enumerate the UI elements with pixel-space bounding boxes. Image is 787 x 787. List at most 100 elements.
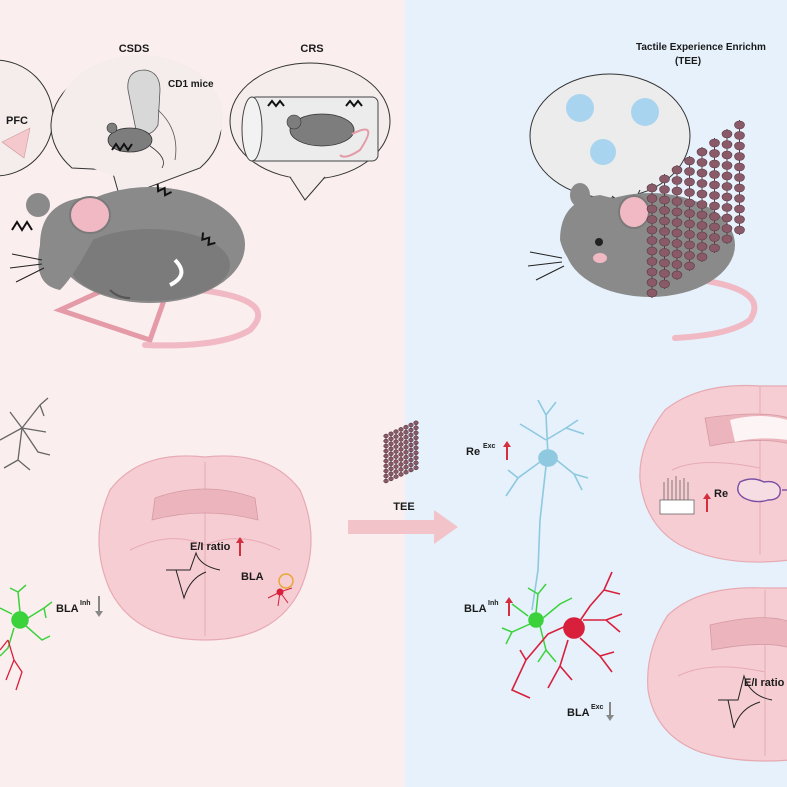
tee-bead	[388, 436, 394, 441]
tee-bead	[709, 159, 720, 169]
tee-bead	[709, 243, 720, 253]
tee-bead	[734, 162, 745, 172]
tee-bead	[734, 152, 745, 161]
re-exc-base: Re	[466, 446, 480, 458]
tee-bead	[646, 267, 658, 277]
re-exc-sup: Exc	[483, 443, 496, 450]
tee-bead	[398, 467, 404, 472]
tee-bead	[684, 188, 695, 197]
tee-bead	[659, 258, 670, 268]
tee-bead	[413, 445, 419, 450]
tee-bead	[734, 173, 745, 182]
tee-bead	[383, 468, 389, 474]
brain-slice-right-bottom: E/I ratio	[647, 587, 787, 762]
brain-slice-left: E/I ratio BLA	[98, 455, 312, 641]
tee-bead	[721, 192, 733, 202]
tee-bead	[684, 261, 695, 271]
bla-inh-left-label: BLA Inh	[56, 596, 103, 617]
tee-bead	[721, 171, 733, 181]
tee-bead	[646, 288, 658, 298]
tee-bead	[659, 227, 670, 236]
tee-bead	[408, 452, 414, 458]
tee-bead	[388, 446, 394, 451]
tee-bead	[659, 269, 670, 278]
tee-bead	[646, 204, 658, 214]
tee-bead	[721, 203, 733, 212]
tee-bead	[393, 434, 399, 439]
csds-title: CSDS	[119, 43, 150, 55]
tee-bead	[696, 231, 708, 241]
tee-bead	[659, 206, 670, 215]
stress-squiggle-icon	[111, 142, 133, 152]
brain-slice-right-top: Re	[639, 384, 787, 563]
tee-bead	[721, 161, 733, 170]
tee-bead	[413, 425, 419, 430]
tee-bead	[709, 170, 720, 179]
tee-bead	[721, 224, 733, 233]
tee-bead	[734, 183, 745, 193]
tee-bead	[709, 201, 720, 211]
tee-bead	[413, 460, 419, 465]
tee-bead	[383, 448, 389, 454]
tee-bead	[734, 204, 745, 214]
tee-bead	[734, 120, 745, 130]
tee-bead	[696, 242, 708, 251]
tee-bead	[393, 464, 399, 469]
tee-bead	[398, 452, 404, 457]
tee-title-line2: (TEE)	[675, 56, 701, 67]
tee-bead	[721, 182, 733, 191]
tee-bead	[393, 439, 399, 444]
tee-bead	[671, 218, 683, 227]
tee-bead	[383, 433, 389, 439]
tee-title-line1: Tactile Experience Enrichm	[636, 42, 766, 53]
tee-bead	[646, 225, 658, 235]
relaxed-mouse-icon	[527, 183, 758, 341]
tee-bead	[696, 158, 708, 167]
tee-bead	[671, 165, 683, 175]
ei-trace-left	[166, 551, 221, 600]
tee-bead	[408, 442, 414, 448]
tee-bead	[696, 189, 708, 199]
tee-bead	[393, 474, 399, 479]
tee-bead	[659, 195, 670, 205]
texture-blob-icon	[631, 98, 659, 126]
tee-bead	[393, 454, 399, 459]
bla-inh-right-label: BLA Inh	[464, 597, 513, 616]
tee-bead	[684, 219, 695, 229]
tee-bead	[408, 432, 414, 438]
re-exc-label: Re Exc	[466, 441, 511, 460]
tee-bead	[398, 432, 404, 437]
tee-bead	[734, 215, 745, 224]
csds-bubble: CSDS CD1 mice	[50, 43, 223, 199]
tee-bead	[403, 445, 409, 450]
tee-bead	[388, 456, 394, 461]
tee-bead	[413, 455, 419, 460]
tee-bead	[709, 212, 720, 221]
green-neuron-icon	[0, 584, 53, 657]
tee-bead	[721, 129, 733, 139]
tee-bead	[403, 435, 409, 440]
tee-bead	[659, 248, 670, 257]
restraint-tube-icon	[241, 96, 379, 162]
right-arrow-icon	[348, 510, 458, 544]
tee-bead	[646, 246, 658, 256]
tee-bead	[709, 222, 720, 232]
tee-bead	[408, 427, 414, 433]
tee-bead	[696, 252, 708, 262]
tee-bead	[696, 200, 708, 209]
cd1-label: CD1 mice	[168, 79, 214, 90]
up-arrow-icon	[503, 441, 511, 460]
tee-bead	[388, 461, 394, 466]
tee-bead	[709, 233, 720, 242]
tee-bead	[398, 462, 404, 467]
pfc-label: PFC	[6, 115, 28, 127]
red-neuron-icon	[0, 639, 23, 691]
tee-arrow-label: TEE	[393, 501, 414, 513]
tee-bead	[709, 180, 720, 190]
tee-bead	[696, 210, 708, 220]
tee-bead	[383, 453, 389, 459]
tee-bead	[671, 249, 683, 259]
tee-bead	[659, 185, 670, 194]
tee-bead	[413, 465, 419, 470]
tee-bead	[393, 449, 399, 454]
